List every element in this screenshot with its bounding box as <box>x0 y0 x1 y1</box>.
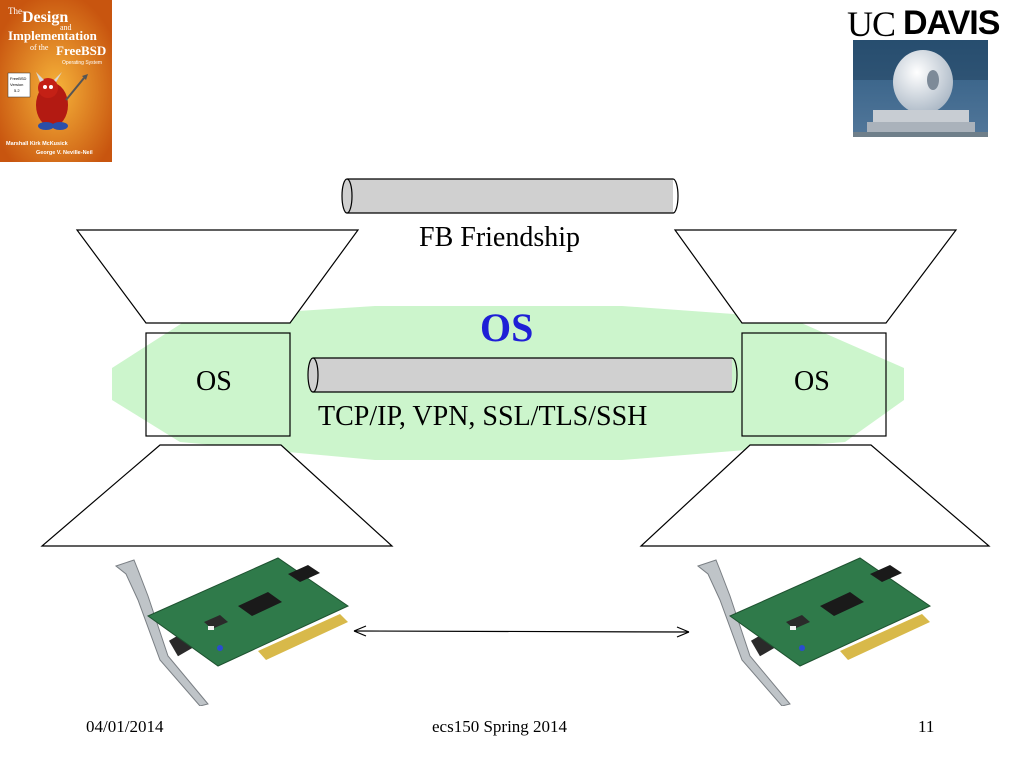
footer-course: ecs150 Spring 2014 <box>432 717 568 736</box>
svg-text:Design: Design <box>22 9 68 26</box>
egghead-statue-image <box>853 40 988 137</box>
svg-text:FreeBSD: FreeBSD <box>10 76 27 81</box>
svg-text:Implementation: Implementation <box>8 28 98 43</box>
double-arrow-icon <box>353 625 690 638</box>
cloud-os-label: OS <box>480 305 534 350</box>
network-card-left-image <box>114 557 350 706</box>
footer-date: 04/01/2014 <box>86 717 164 736</box>
left-os-box <box>145 332 291 437</box>
left-upper-trapezoid <box>75 229 360 324</box>
svg-text:The: The <box>8 6 22 16</box>
logo-davis-text: DAVIS <box>903 4 1000 42</box>
footer-page-number: 11 <box>918 717 935 736</box>
network-card-right-image <box>696 557 932 706</box>
logo-uc-text: UC <box>847 4 896 44</box>
svg-text:of the: of the <box>30 43 49 52</box>
left-os-label: OS <box>196 366 232 397</box>
svg-text:and: and <box>60 23 72 32</box>
svg-text:Version: Version <box>10 82 23 87</box>
middle-pipe-label: TCP/IP, VPN, SSL/TLS/SSH <box>318 401 648 432</box>
right-os-label: OS <box>794 366 830 397</box>
left-lower-trapezoid <box>40 444 394 547</box>
middle-pipe <box>307 357 738 393</box>
svg-text:FreeBSD: FreeBSD <box>56 43 106 58</box>
svg-text:George V. Neville-Neil: George V. Neville-Neil <box>36 150 93 156</box>
right-upper-trapezoid <box>673 229 958 324</box>
top-pipe-label: FB Friendship <box>419 222 581 253</box>
right-os-box <box>741 332 887 437</box>
svg-text:Marshall Kirk McKusick: Marshall Kirk McKusick <box>6 141 69 147</box>
book-cover-image: The Design and Implementation of the Fre… <box>0 0 112 162</box>
top-pipe <box>341 178 679 214</box>
svg-text:5.2: 5.2 <box>14 88 20 93</box>
uc-davis-logo: UC DAVIS <box>847 4 1022 44</box>
svg-text:Operating System: Operating System <box>62 60 102 66</box>
right-lower-trapezoid <box>639 444 991 547</box>
